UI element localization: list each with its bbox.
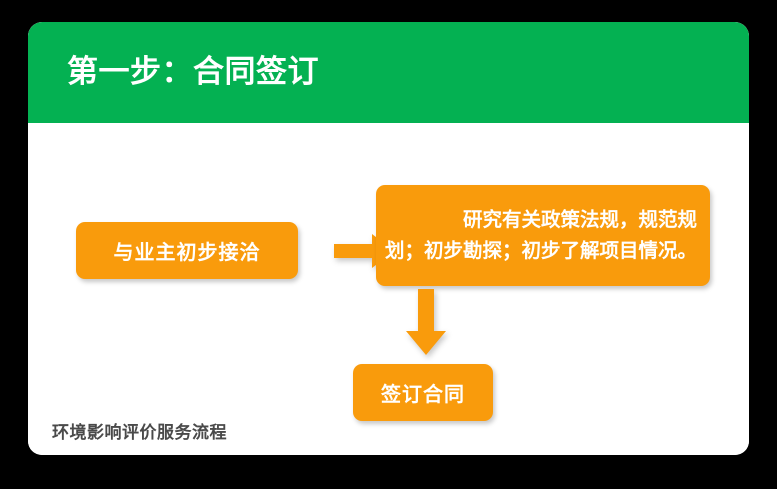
slide-header-banner: 第一步：合同签订 [28, 22, 749, 123]
flow-node-research[interactable]: 研究有关政策法规，规范规划；初步勘探；初步了解项目情况。 [376, 185, 710, 286]
flow-node-sign-contract-label: 签订合同 [381, 384, 465, 406]
flow-node-sign-contract[interactable]: 签订合同 [353, 364, 493, 421]
flow-diagram-canvas: 与业主初步接洽 研究有关政策法规，规范规划；初步勘探；初步了解项目情况。 签订合… [28, 123, 749, 455]
flow-node-research-label: 研究有关政策法规，规范规划；初步勘探；初步了解项目情况。 [385, 208, 698, 262]
page-title: 第一步：合同签订 [67, 54, 319, 89]
arrow-down-icon [405, 289, 447, 355]
flow-node-owner-contact-label: 与业主初步接洽 [113, 242, 261, 264]
flow-node-owner-contact[interactable]: 与业主初步接洽 [76, 222, 298, 279]
footer-caption: 环境影响评价服务流程 [52, 423, 227, 442]
slide-card: 第一步：合同签订 与业主初步接洽 研究有关政策法规，规范规划；初步勘探；初步了解… [28, 22, 749, 455]
